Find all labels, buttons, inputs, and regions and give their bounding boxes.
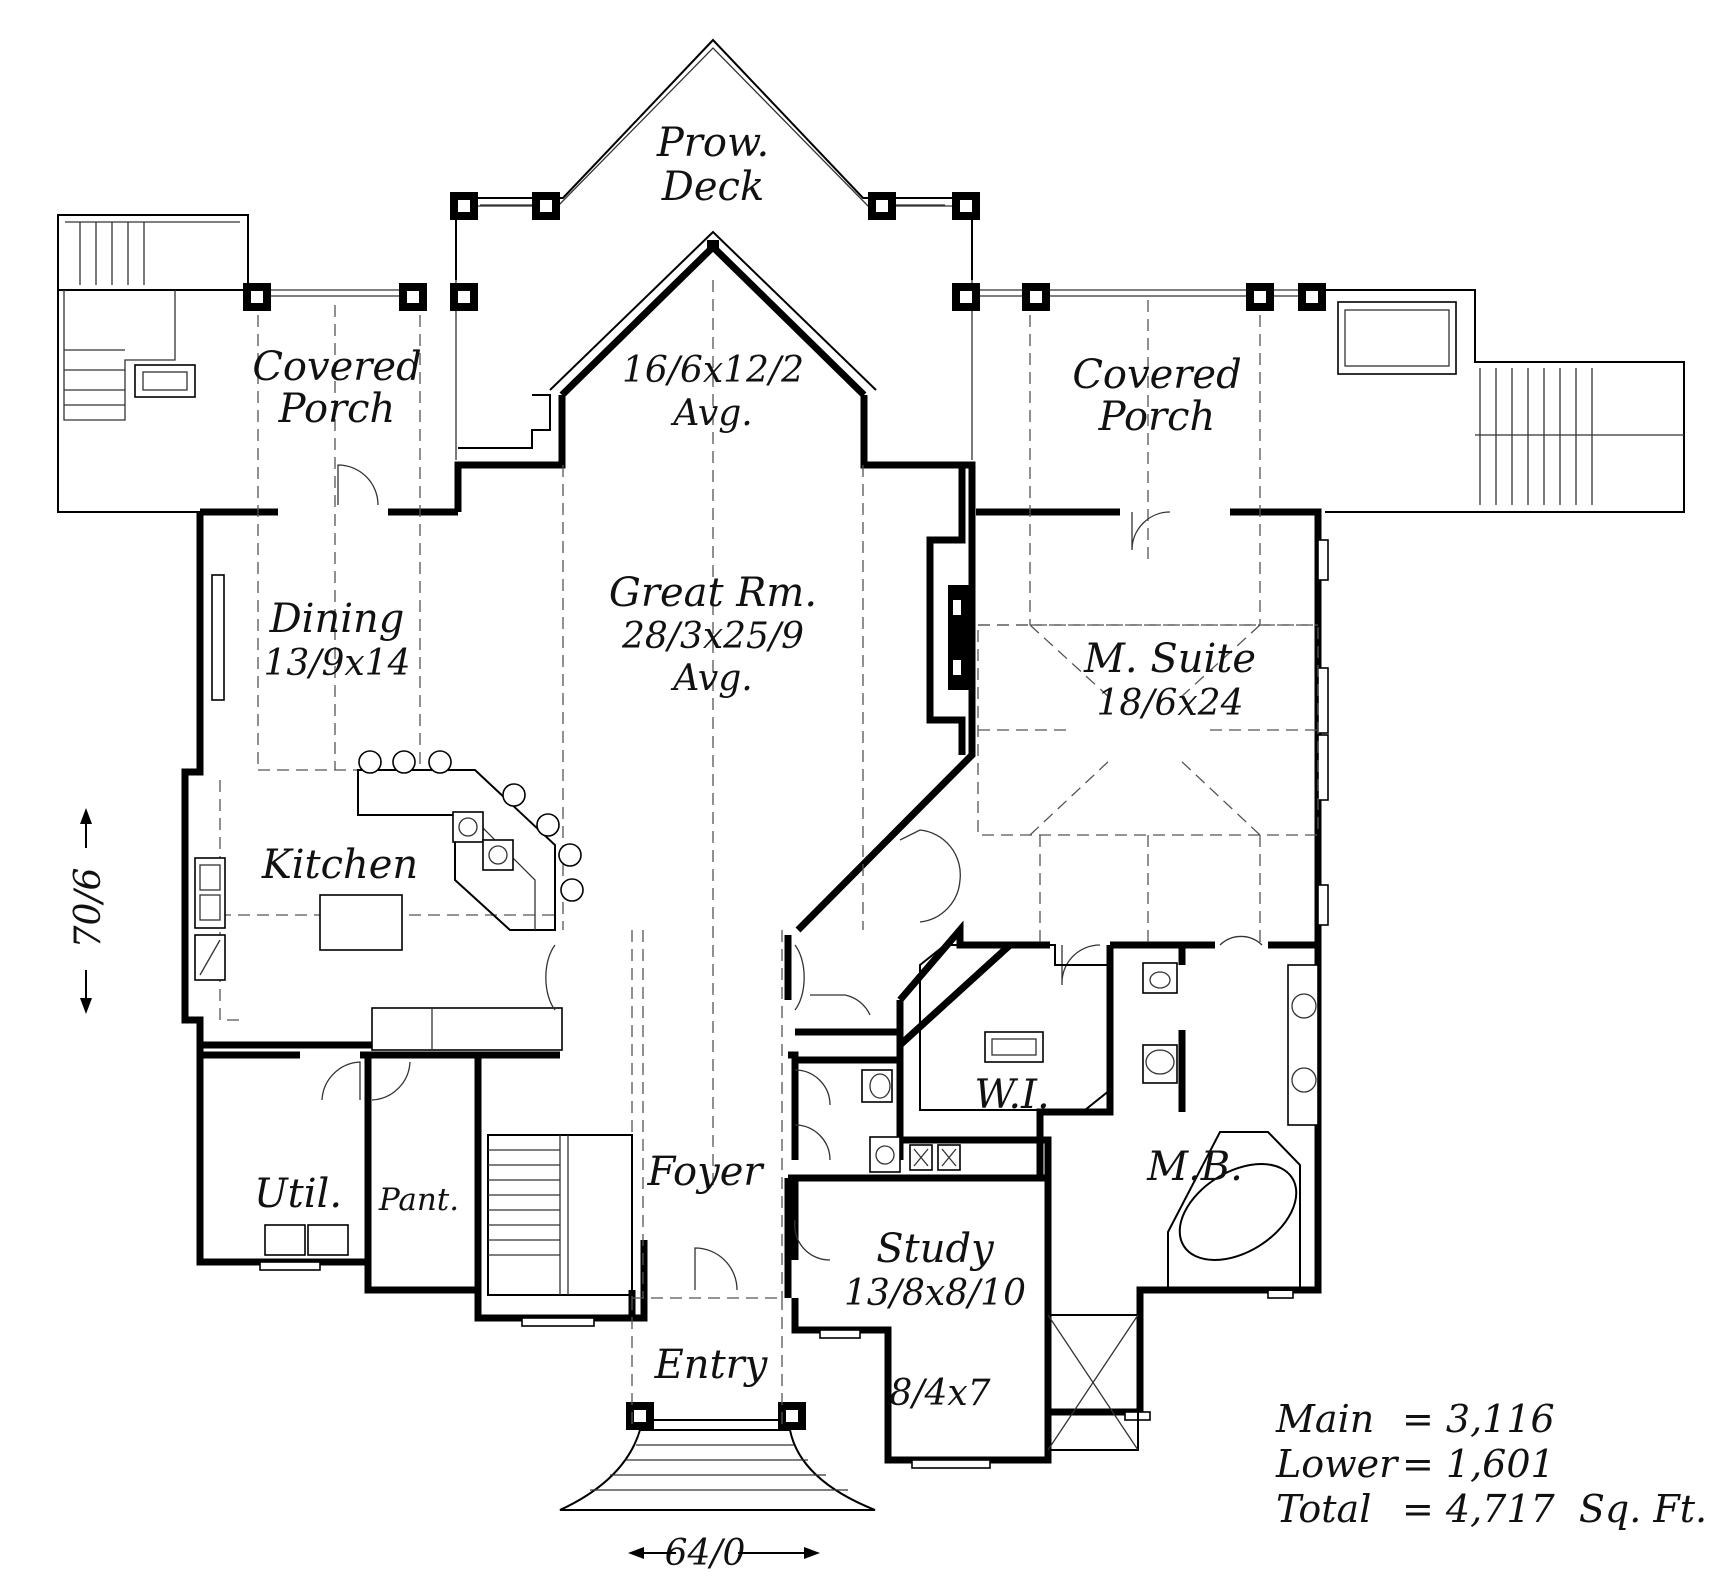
depth-dimension: 70/6: [68, 868, 109, 949]
great-room-prow: [454, 230, 976, 512]
pantry-label: Pant.: [378, 1182, 459, 1218]
area-main-value: = 3,116: [1402, 1397, 1555, 1441]
square-footage: Main = 3,116 Lower = 1,601 Total = 4,717…: [1275, 1397, 1707, 1531]
stair-treads-right: [1475, 368, 1684, 505]
overall-dimensions: 70/6 64/0: [68, 808, 820, 1574]
great-room-label: Great Rm.: [609, 570, 817, 616]
entry-steps: [559, 1419, 876, 1511]
area-main-label: Main: [1275, 1397, 1374, 1441]
area-total-value: = 4,717 Sq. Ft.: [1402, 1487, 1707, 1531]
walk-in-label: W.I.: [974, 1072, 1049, 1118]
porch-posts: [243, 192, 1326, 1430]
area-lower-value: = 1,601: [1402, 1442, 1555, 1486]
vault-avg: Avg.: [670, 393, 752, 434]
kitchen-fixtures: [194, 750, 584, 1051]
vault-dimension: 16/6x12/2: [622, 350, 804, 391]
master-bath-label: M.B.: [1146, 1144, 1243, 1190]
width-dimension: 64/0: [665, 1533, 746, 1574]
covered-porch-left-label-2: Porch: [278, 386, 396, 432]
dining-label: Dining: [269, 596, 405, 642]
great-room-avg: Avg.: [670, 658, 752, 699]
master-suite-dimension: 18/6x24: [1097, 683, 1244, 724]
study-dimension: 13/8x8/10: [844, 1273, 1026, 1314]
main-stair: [487, 1134, 633, 1296]
study-label: Study: [876, 1226, 995, 1272]
prow-deck-label-1: Prow.: [656, 120, 769, 166]
area-lower-label: Lower: [1275, 1442, 1400, 1486]
covered-porch-right-label-2: Porch: [1098, 394, 1216, 440]
fireplace: [926, 465, 970, 755]
master-suite-label: M. Suite: [1083, 636, 1256, 682]
doors: [321, 464, 1263, 1291]
dining-dimension: 13/9x14: [264, 643, 411, 684]
utility-label: Util.: [254, 1171, 342, 1217]
covered-porch-right-label-1: Covered: [1072, 352, 1241, 398]
foyer-label: Foyer: [646, 1149, 765, 1195]
entry-label: Entry: [654, 1342, 769, 1388]
study-alcove-dimension: 8/4x7: [889, 1373, 990, 1414]
stair-treads-left: [64, 222, 145, 406]
left-stair-deck: [57, 214, 249, 513]
kitchen-label: Kitchen: [261, 842, 418, 888]
area-total-label: Total: [1276, 1487, 1371, 1531]
great-room-dimension: 28/3x25/9: [621, 616, 804, 657]
bar-stools: [358, 750, 584, 902]
covered-porch-left-label-1: Covered: [252, 344, 421, 390]
right-stair-deck: [1325, 289, 1685, 513]
prow-deck-label-2: Deck: [661, 164, 764, 210]
master-bath-fixtures: [264, 944, 1319, 1451]
room-labels: Prow. Deck Covered Porch Covered Porch 1…: [252, 120, 1256, 1414]
